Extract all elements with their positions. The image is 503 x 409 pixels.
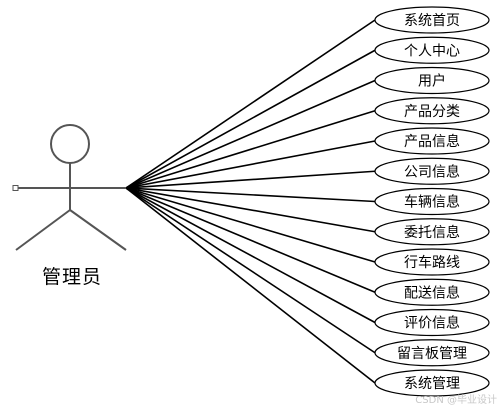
use-case-1: 系统首页 [374, 6, 490, 34]
use-case-ellipse [374, 369, 490, 397]
use-case-9: 行车路线 [374, 248, 490, 276]
use-case-ellipse [374, 157, 490, 185]
use-case-ellipse [374, 339, 490, 367]
use-case-ellipse [374, 6, 490, 34]
connector-line [125, 187, 376, 293]
use-case-label: 产品信息 [404, 133, 460, 150]
actor-hand-marker [12, 185, 19, 191]
use-case-ellipse [374, 187, 490, 216]
connector-line [125, 187, 376, 324]
use-case-label: 留言板管理 [397, 346, 467, 362]
use-case-label: 个人中心 [404, 43, 460, 59]
use-case-8: 委托信息 [374, 218, 490, 246]
use-case-label: 公司信息 [404, 163, 460, 180]
use-case-list: 系统首页个人中心用户产品分类产品信息公司信息车辆信息委托信息行车路线配送信息评价… [374, 6, 490, 397]
use-case-ellipse [374, 308, 490, 337]
use-case-12: 留言板管理 [374, 339, 490, 367]
connector-line [125, 170, 376, 189]
connector-line [125, 187, 376, 354]
use-case-ellipse [374, 36, 490, 64]
connector-line [125, 140, 376, 189]
connector-line [125, 187, 376, 203]
use-case-label: 系统管理 [404, 376, 460, 392]
use-case-ellipse [374, 248, 490, 276]
use-case-7: 车辆信息 [374, 187, 490, 216]
use-case-label: 评价信息 [404, 315, 460, 332]
use-case-10: 配送信息 [374, 278, 490, 306]
use-case-ellipse [374, 66, 490, 95]
use-case-label: 行车路线 [404, 254, 460, 271]
actor-right-leg [69, 209, 127, 251]
use-case-label: 系统首页 [404, 13, 460, 29]
watermark-text: CSDN @毕业设计 [415, 395, 497, 406]
use-case-13: 系统管理 [374, 369, 490, 397]
connector-lines [125, 19, 376, 384]
connector-line [125, 187, 376, 263]
use-case-label: 委托信息 [404, 224, 460, 241]
actor-left-leg [15, 209, 71, 251]
connector-line [125, 187, 376, 384]
use-case-label: 车辆信息 [404, 194, 460, 211]
actor-figure [12, 124, 127, 251]
use-case-11: 评价信息 [374, 308, 490, 337]
use-case-4: 产品分类 [374, 97, 490, 125]
use-case-3: 用户 [374, 66, 490, 95]
actor-head [50, 124, 90, 164]
use-case-ellipse [374, 278, 490, 306]
use-case-6: 公司信息 [374, 157, 490, 185]
connector-line [125, 109, 376, 189]
use-case-label: 产品分类 [404, 104, 460, 120]
use-case-ellipse [374, 97, 490, 125]
actor-label: 管理员 [42, 266, 103, 288]
connector-line [125, 79, 376, 189]
use-case-ellipse [374, 218, 490, 246]
use-case-label: 用户 [418, 73, 446, 90]
connector-line [125, 19, 376, 189]
use-case-label: 配送信息 [404, 284, 460, 301]
use-case-2: 个人中心 [374, 36, 490, 64]
connector-line [125, 49, 376, 189]
connector-line [125, 187, 376, 233]
use-case-5: 产品信息 [374, 127, 490, 155]
use-case-ellipse [374, 127, 490, 155]
